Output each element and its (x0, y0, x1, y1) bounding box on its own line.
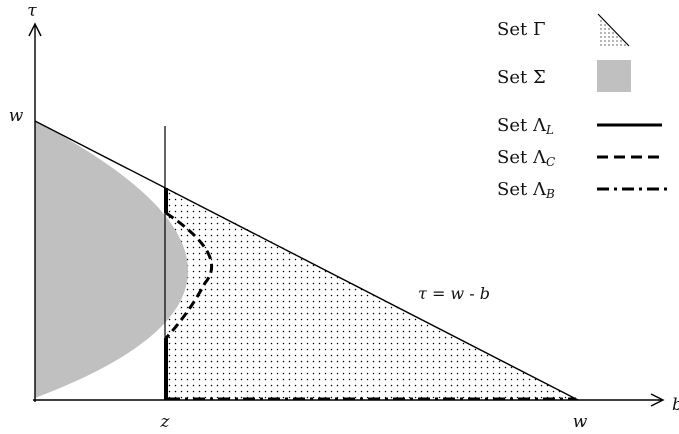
lambda-c-curve (164, 211, 214, 340)
legend-item-lambda-c: Set ΛC (497, 147, 664, 169)
legend-swatch-gamma-edge (597, 13, 630, 47)
legend-item-gamma: Set Γ (497, 13, 630, 47)
legend-swatch-sigma (597, 60, 631, 92)
y-axis-arrow (28, 22, 42, 37)
legend-label-gamma: Set Γ (497, 19, 545, 40)
legend: Set Γ Set Σ Set ΛL Set ΛC Set ΛB (497, 13, 667, 201)
x-axis-label: b (672, 395, 679, 415)
boundary-line (34, 120, 579, 401)
y-axis-label: τ (27, 1, 37, 21)
y-tick-w: w (9, 106, 24, 126)
x-axis-arrow (650, 393, 665, 407)
legend-label-sigma: Set Σ (497, 67, 546, 88)
legend-label-lambda-c: Set ΛC (497, 147, 555, 169)
sigma-region (35, 121, 188, 398)
boundary-label: τ = w - b (418, 284, 490, 303)
x-tick-z: z (160, 412, 171, 432)
legend-label-lambda-l: Set ΛL (497, 115, 554, 137)
legend-label-lambda-b: Set ΛB (497, 179, 555, 201)
legend-item-sigma: Set Σ (497, 60, 631, 92)
x-tick-w: w (573, 412, 588, 432)
legend-item-lambda-b: Set ΛB (497, 179, 667, 201)
legend-item-lambda-l: Set ΛL (497, 115, 662, 137)
